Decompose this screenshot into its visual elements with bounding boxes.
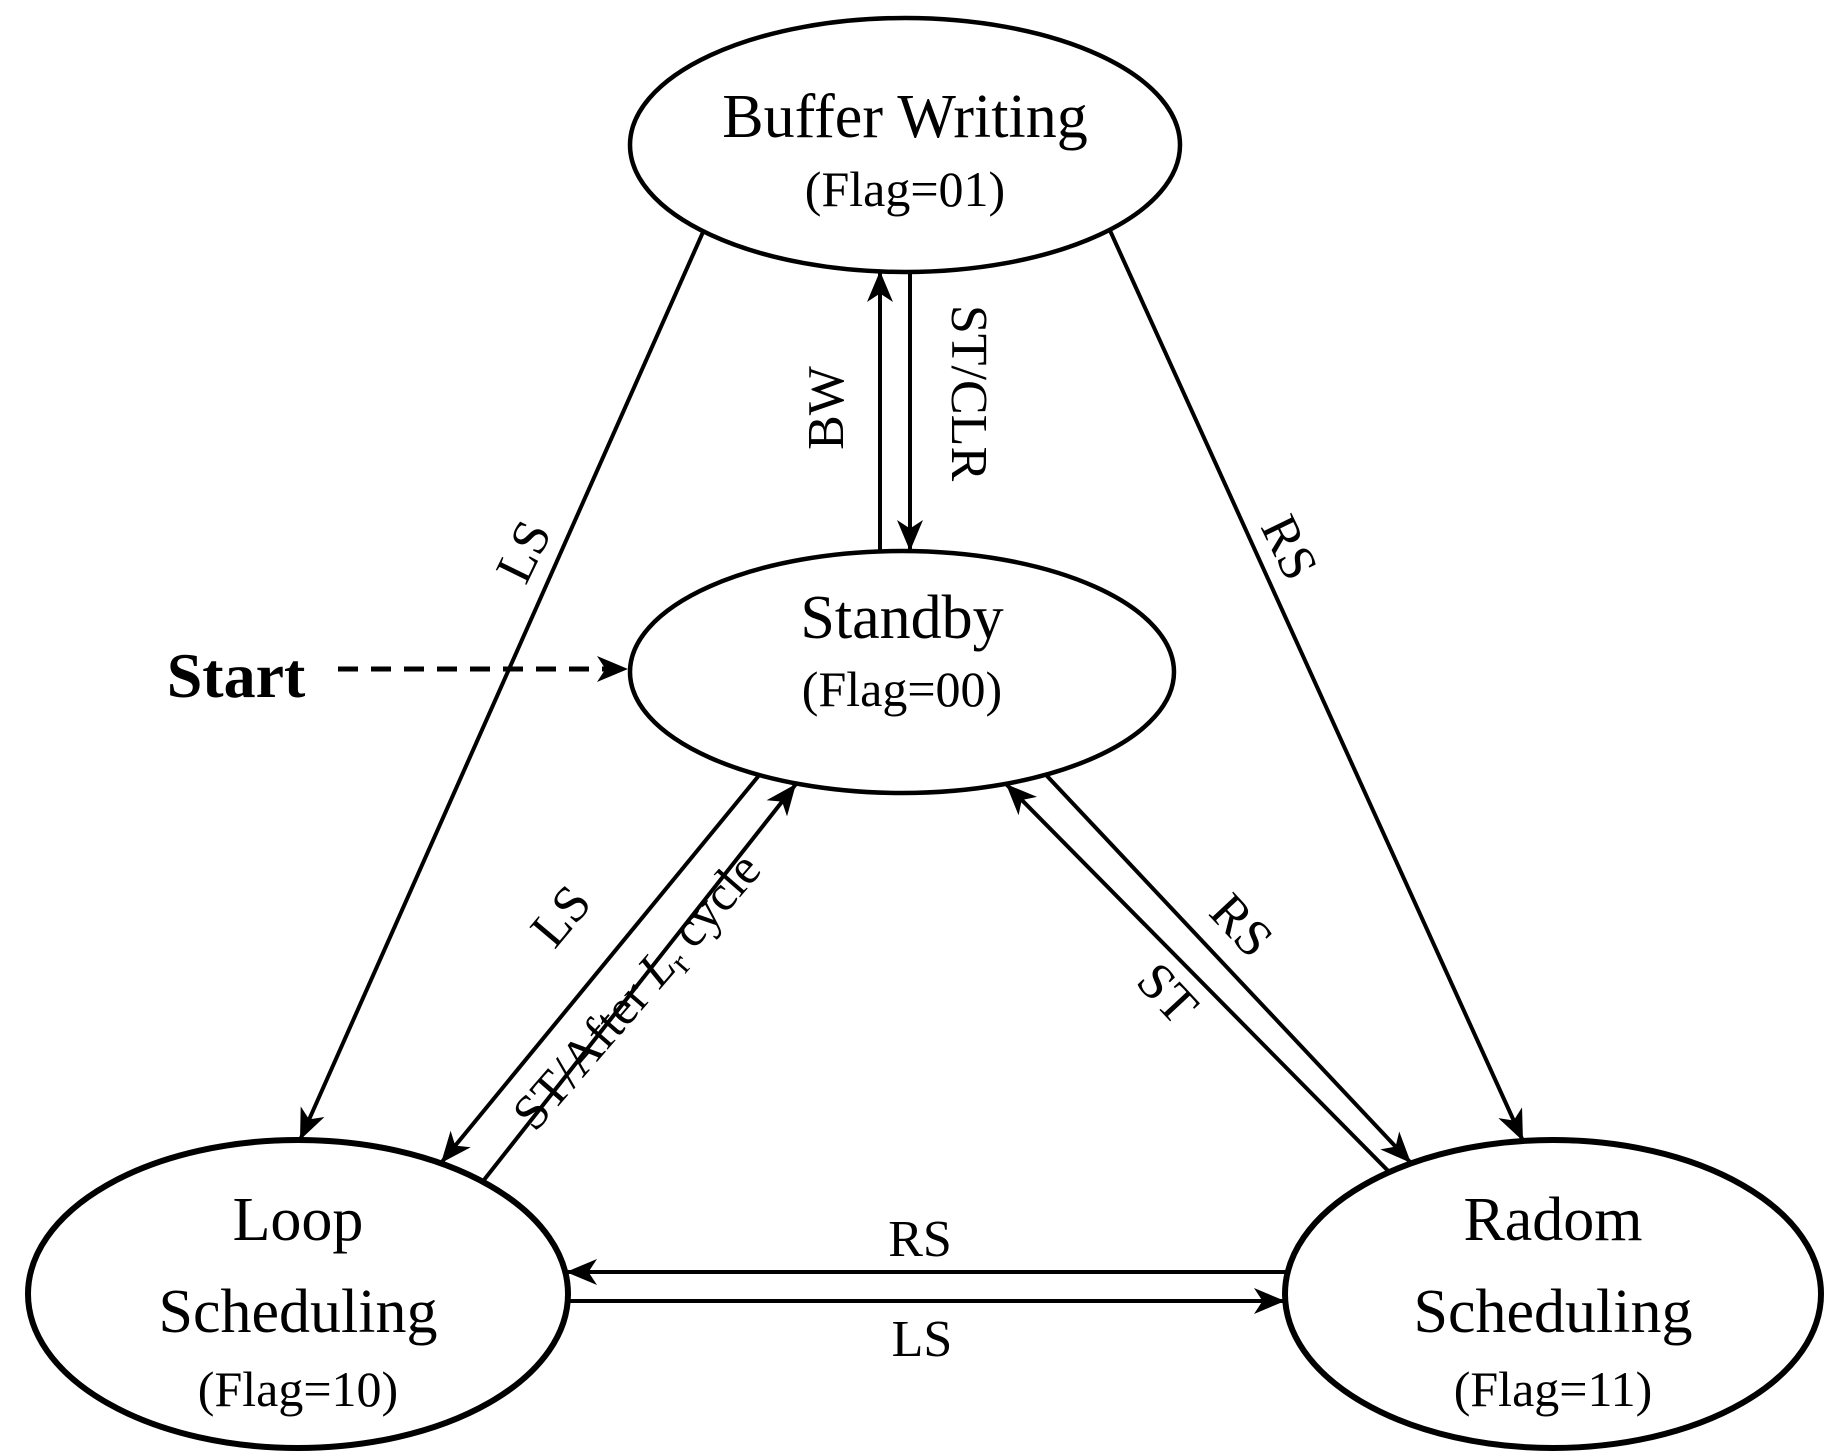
transition-label-loop-to-standby: ST/After Lr cycle <box>501 841 776 1144</box>
states-layer <box>25 15 1824 1451</box>
transition-label-standby-to-buffer: BW <box>798 366 855 450</box>
transition-label-standby-to-loop: LS <box>520 875 603 958</box>
transition-label-buffer-to-loop: LS <box>485 512 563 592</box>
labels-layer: Buffer Writing (Flag=01) Standby (Flag=0… <box>159 83 1693 1417</box>
state-radom-scheduling-ellipse <box>1282 1137 1824 1451</box>
state-buffer-writing-ellipse <box>627 15 1183 275</box>
state-radom-scheduling-flag: (Flag=11) <box>1454 1361 1653 1417</box>
transition-standby-to-radom-line <box>1030 758 1413 1165</box>
state-standby-name: Standby <box>800 584 1003 652</box>
transition-label-standby-to-radom: RS <box>1199 883 1284 968</box>
state-standby-ellipse <box>627 548 1177 796</box>
state-loop-scheduling-flag: (Flag=10) <box>198 1361 398 1417</box>
start-label: Start <box>167 640 306 711</box>
state-loop-scheduling-name-line2: Scheduling <box>159 1278 438 1346</box>
state-radom-scheduling-name-line2: Scheduling <box>1414 1278 1693 1346</box>
state-buffer-writing-name: Buffer Writing <box>722 83 1087 151</box>
transition-loop-to-standby-line <box>478 782 798 1187</box>
transition-standby-to-loop-line <box>439 760 772 1165</box>
transition-buffer-to-loop-line <box>298 159 737 1141</box>
transitions-layer <box>298 159 1525 1314</box>
transition-buffer-to-radom-line <box>1076 159 1525 1142</box>
transition-label-buffer-to-radom: RS <box>1249 507 1328 589</box>
transition-label-loop-to-radom: LS <box>892 1311 953 1368</box>
state-buffer-writing-flag: (Flag=01) <box>805 161 1005 217</box>
state-loop-scheduling-ellipse <box>25 1137 571 1451</box>
state-standby-flag: (Flag=00) <box>802 661 1002 717</box>
state-loop-scheduling-name-line1: Loop <box>233 1186 364 1254</box>
transition-label-radom-to-loop: RS <box>888 1211 952 1268</box>
state-radom-scheduling-name-line1: Radom <box>1463 1186 1642 1254</box>
transition-label-buffer-to-standby: ST/CLR <box>940 305 997 482</box>
transition-label-radom-to-standby: ST <box>1126 952 1209 1035</box>
transition-radom-to-standby-line <box>1004 782 1409 1192</box>
